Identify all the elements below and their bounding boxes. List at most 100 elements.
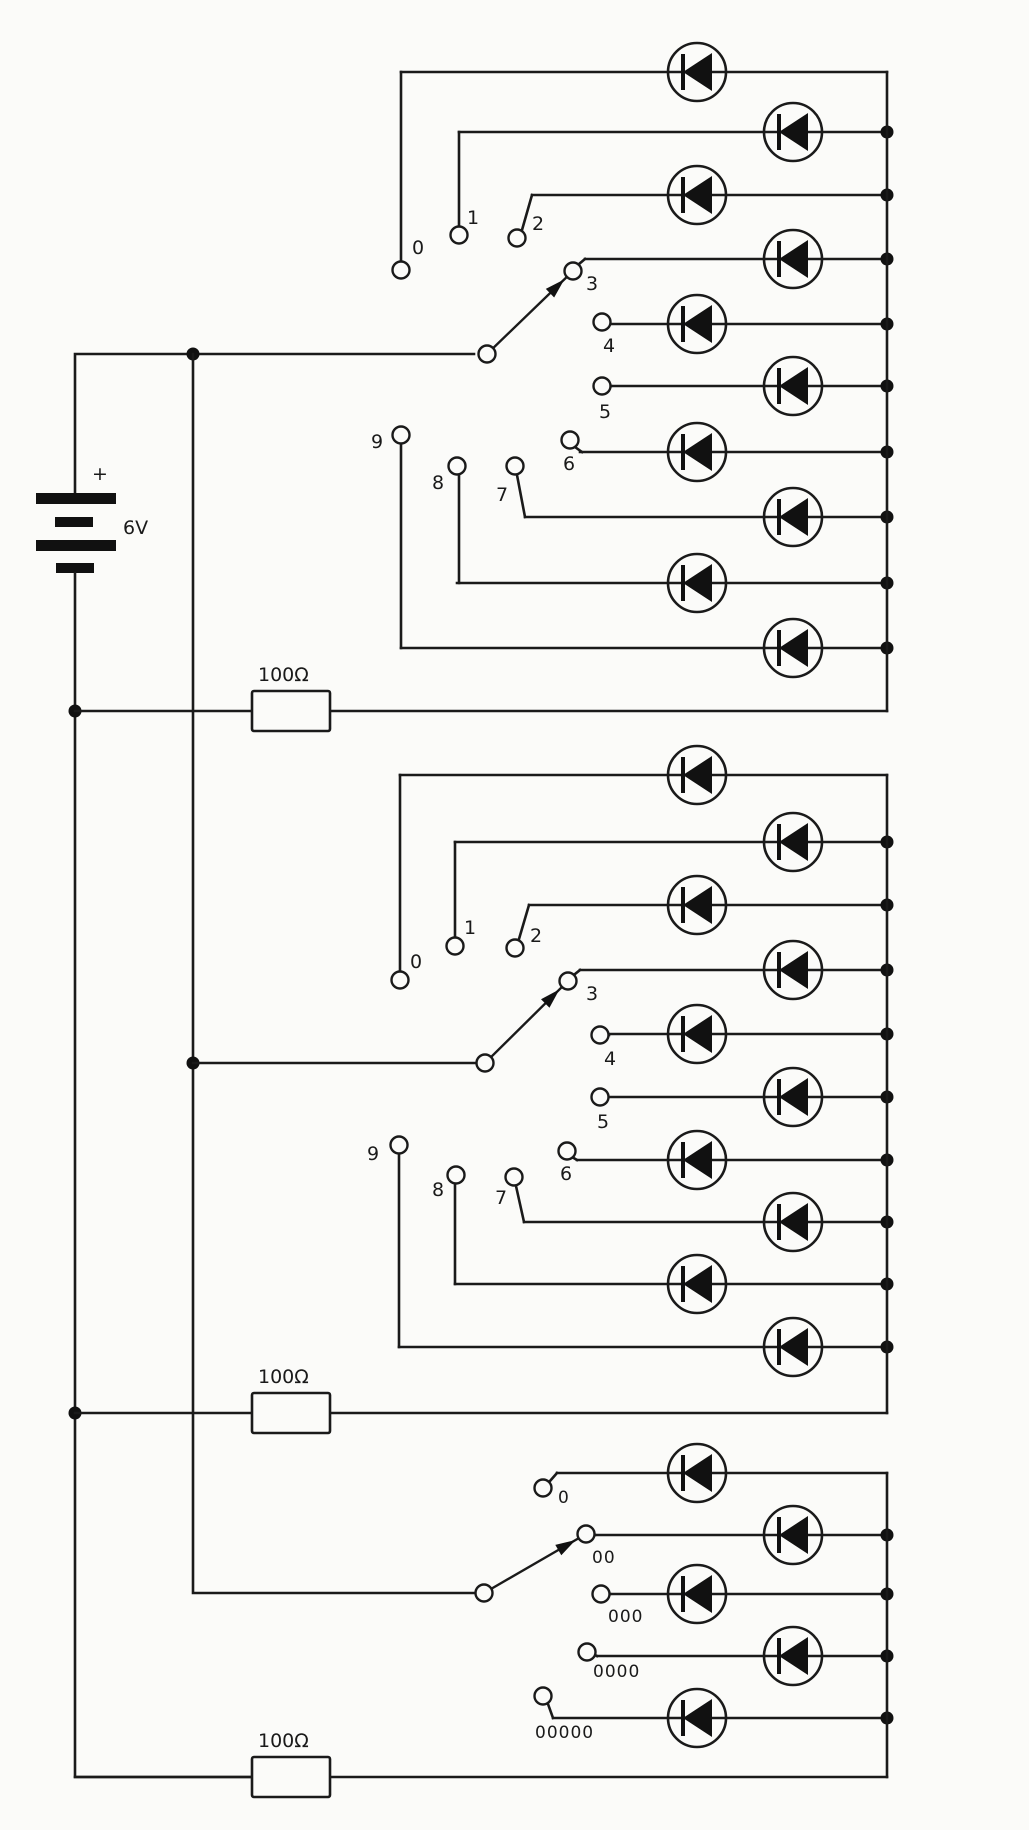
- led-anode-triangle: [683, 886, 712, 924]
- switch-wiper: [491, 1537, 579, 1590]
- led-anode-triangle: [779, 367, 808, 405]
- led-row: [457, 101, 894, 163]
- led-anode-triangle: [779, 1328, 808, 1366]
- led-row: [606, 293, 894, 355]
- led-row: [399, 41, 889, 103]
- terminal-lead: [573, 445, 584, 454]
- led-row: [398, 744, 889, 806]
- resistor-body: [250, 689, 332, 733]
- led-anode-triangle: [683, 53, 712, 91]
- resistor-body: [250, 1755, 332, 1799]
- led-row: [522, 1191, 894, 1253]
- led-row: [578, 939, 894, 1001]
- switch-position-label: 4: [604, 1048, 616, 1070]
- led-row: [605, 1066, 894, 1128]
- switch-terminal: [449, 225, 469, 245]
- switch-terminal: [533, 1478, 553, 1498]
- led-row: [593, 1504, 894, 1566]
- switch-terminal: [577, 1642, 597, 1662]
- switch-position-label: 2: [532, 213, 544, 235]
- battery-positive-wire: [73, 352, 476, 501]
- led-anode-triangle: [683, 1141, 712, 1179]
- switch-terminal: [557, 1141, 577, 1161]
- led-anode-triangle: [683, 1575, 712, 1613]
- terminal-lead: [517, 903, 531, 941]
- switch-position-label: 0: [410, 951, 422, 973]
- led-row: [606, 355, 894, 417]
- switch-position-label: 5: [599, 401, 611, 423]
- led-body: [666, 552, 728, 614]
- led-anode-triangle: [683, 305, 712, 343]
- switch-terminal: [389, 1135, 409, 1155]
- led-body: [666, 164, 728, 226]
- led-body: [666, 744, 728, 806]
- switch-terminal: [446, 1165, 466, 1185]
- led-icon: [666, 744, 728, 806]
- terminal-lead: [514, 1184, 526, 1224]
- led-body: [666, 293, 728, 355]
- switch-position-label: 4: [603, 335, 615, 357]
- switch-terminal: [477, 344, 497, 364]
- switch-terminal: [591, 1584, 611, 1604]
- led-icon: [762, 939, 824, 1001]
- switch-terminal: [475, 1053, 495, 1073]
- led-icon: [666, 1129, 728, 1191]
- battery-plate-long: [36, 540, 116, 551]
- switch-terminal: [505, 456, 525, 476]
- led-anode-triangle: [779, 498, 808, 536]
- led-icon: [762, 617, 824, 679]
- switch-position-label: 0: [412, 237, 424, 259]
- led-row: [527, 874, 894, 936]
- switch-wiper: [492, 276, 568, 349]
- led-row: [583, 228, 894, 290]
- switch-terminal: [504, 1167, 524, 1187]
- switch-position-label: 6: [563, 453, 575, 475]
- led-anode-triangle: [779, 1078, 808, 1116]
- switch-terminal: [560, 430, 580, 450]
- led-body: [666, 1563, 728, 1625]
- switch-position-label: 0000: [593, 1662, 640, 1682]
- power-wiring: +6V: [36, 347, 478, 1779]
- wiper-arrow-icon: [555, 1540, 576, 1556]
- led-anode-triangle: [683, 433, 712, 471]
- terminal-lead: [520, 193, 534, 232]
- led-row: [551, 1687, 894, 1749]
- led-row: [523, 486, 894, 548]
- led-icon: [666, 421, 728, 483]
- led-body: [762, 228, 824, 290]
- switch-position-label: 00: [592, 1548, 616, 1568]
- led-icon: [666, 552, 728, 614]
- led-anode-triangle: [779, 629, 808, 667]
- led-anode-triangle: [683, 1454, 712, 1492]
- switch-position-label: 7: [496, 484, 508, 506]
- resistor: 100Ω: [250, 664, 332, 733]
- led-anode-triangle: [779, 1516, 808, 1554]
- led-row: [453, 811, 894, 873]
- resistor-body: [250, 1391, 332, 1435]
- resistor: 100Ω: [250, 1366, 332, 1435]
- led-anode-triangle: [779, 113, 808, 151]
- switch-position-label: 9: [367, 1143, 379, 1165]
- led-body: [666, 1442, 728, 1504]
- led-body: [762, 1625, 824, 1687]
- switch-terminal: [505, 938, 525, 958]
- switch-position-label: 3: [586, 273, 598, 295]
- led-row: [453, 1253, 894, 1315]
- led-body: [666, 1253, 728, 1315]
- led-body: [762, 486, 824, 548]
- led-body: [762, 811, 824, 873]
- led-body: [762, 617, 824, 679]
- led-body: [762, 101, 824, 163]
- led-icon: [762, 811, 824, 873]
- switch-position-label: 8: [432, 1179, 444, 1201]
- led-body: [762, 1191, 824, 1253]
- switch-feed-rail: [191, 352, 477, 1595]
- led-anode-triangle: [683, 756, 712, 794]
- switch-terminal: [563, 261, 583, 281]
- switch-terminal: [558, 971, 578, 991]
- battery-plate-short: [56, 563, 94, 573]
